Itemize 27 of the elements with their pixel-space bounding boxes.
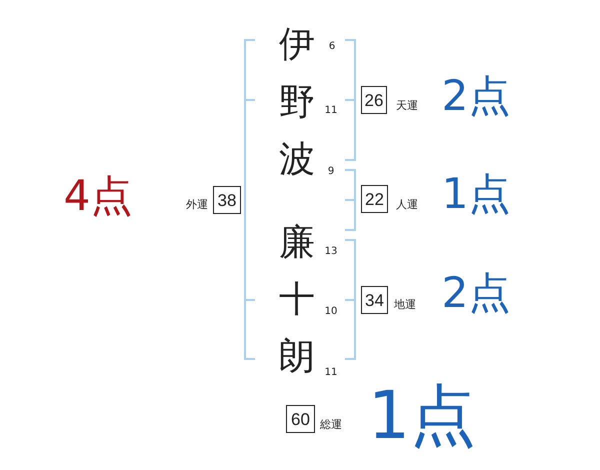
score-points: 2点 <box>442 75 510 117</box>
fortune-label: 総運 <box>320 418 342 430</box>
total-box: 22 <box>361 185 388 213</box>
name-character: 伊 <box>279 27 315 63</box>
name-character: 廉 <box>279 225 315 261</box>
fortune-label: 人運 <box>396 198 418 210</box>
stroke-count: 10 <box>324 307 338 317</box>
name-character: 朗 <box>279 339 315 375</box>
score-points: 1点 <box>442 173 510 215</box>
name-character: 野 <box>279 85 315 121</box>
stroke-count: 6 <box>328 42 336 52</box>
total-box: 60 <box>286 405 315 433</box>
stroke-count: 11 <box>324 368 338 378</box>
name-character: 波 <box>279 142 315 178</box>
name-character: 十 <box>279 282 315 318</box>
stroke-count: 11 <box>324 106 338 116</box>
score-points: 4点 <box>64 175 132 217</box>
fortune-label: 地運 <box>394 298 416 310</box>
total-box: 26 <box>361 86 387 114</box>
score-points: 1点 <box>368 383 476 449</box>
stroke-count: 13 <box>324 247 338 257</box>
total-box: 34 <box>361 286 388 314</box>
fortune-label: 天運 <box>396 100 418 110</box>
stroke-count: 9 <box>328 167 334 177</box>
total-box: 38 <box>213 186 241 214</box>
score-points: 2点 <box>442 272 510 314</box>
fortune-label: 外運 <box>186 198 208 210</box>
